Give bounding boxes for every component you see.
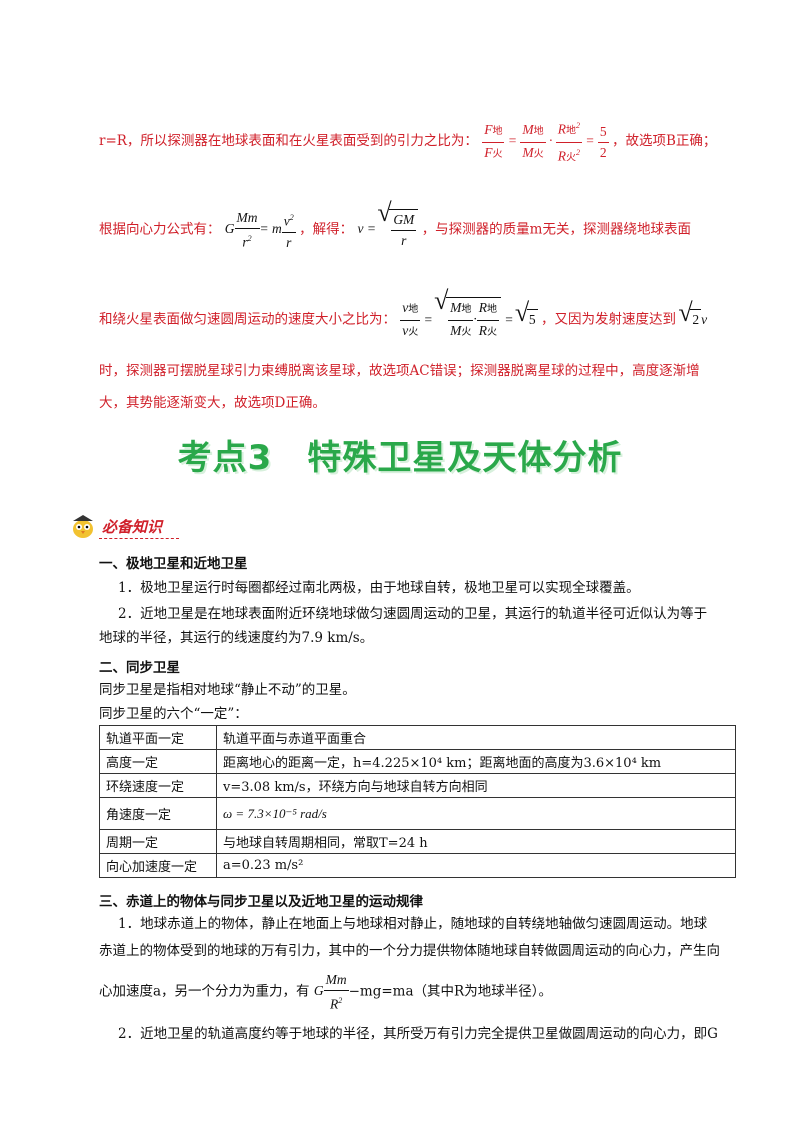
table-cell: 环绕速度一定 — [99, 773, 217, 798]
velocity-formula: v = GMr — [357, 203, 421, 248]
answer-line-5: 大，其势能逐渐变大，故选项D正确。 — [99, 395, 326, 411]
table-row: 环绕速度一定 v=3.08 km/s，环绕方向与地球自转方向相同 — [99, 773, 736, 798]
s1-para-2b: 地球的半径，其运行的线速度约为7.9 km/s。 — [99, 630, 374, 646]
table-cell: 周期一定 — [99, 829, 217, 854]
table-cell: 向心加速度一定 — [99, 853, 217, 878]
table-cell: 角速度一定 — [99, 797, 217, 830]
section-title: 考点3 特殊卫星及天体分析 — [177, 438, 623, 478]
table-cell: 轨道平面一定 — [99, 725, 217, 750]
s1-para-1: 1．极地卫星运行时每圈都经过南北两极，由于地球自转，极地卫星可以实现全球覆盖。 — [118, 580, 640, 596]
s3-para-1b: 赤道上的物体受到的地球的万有引力，其中的一个分力提供物体随地球自转做圆周运动的向… — [99, 943, 720, 959]
table-row: 向心加速度一定 a=0.23 m/s² — [99, 853, 736, 878]
table-cell: ω = 7.3×10⁻⁵ rad/s — [216, 797, 736, 830]
s2-heading: 二、同步卫星 — [99, 660, 180, 676]
table-row: 轨道平面一定 轨道平面与赤道平面重合 — [99, 725, 736, 750]
badge-underline — [99, 538, 179, 539]
knowledge-badge: 必备知识 — [68, 512, 162, 540]
s1-para-2a: 2．近地卫星是在地球表面附近环绕地球做匀速圆周运动的卫星，其运行的轨道半径可近似… — [118, 606, 708, 622]
table-row: 角速度一定 ω = 7.3×10⁻⁵ rad/s — [99, 797, 736, 830]
table-cell: 距离地心的距离一定，h=4.225×10⁴ km；距离地面的高度为3.6×10⁴… — [216, 749, 736, 774]
table-cell: 与地球自转周期相同，常取T=24 h — [216, 829, 736, 854]
table-row: 高度一定 距离地心的距离一定，h=4.225×10⁴ km；距离地面的高度为3.… — [99, 749, 736, 774]
table-row: 周期一定 与地球自转周期相同，常取T=24 h — [99, 829, 736, 854]
badge-label: 必备知识 — [102, 517, 163, 536]
table-cell: v=3.08 km/s，环绕方向与地球自转方向相同 — [216, 773, 736, 798]
s2-para-2: 同步卫星的六个“一定”： — [99, 706, 248, 722]
s2-para-1: 同步卫星是指相对地球“静止不动”的卫星。 — [99, 682, 356, 698]
sqrt2v-formula: 2v — [678, 303, 707, 327]
s3-para-2: 2．近地卫星的轨道高度约等于地球的半径，其所受万有引力完全提供卫星做圆周运动的向… — [118, 1026, 718, 1042]
owl-mascot-icon — [73, 515, 93, 538]
table-cell: 高度一定 — [99, 749, 217, 774]
table-cell: a=0.23 m/s² — [216, 853, 736, 878]
answer-line-4: 时，探测器可摆脱星球引力束缚脱离该星球，故选项AC错误；探测器脱离星球的过程中，… — [99, 363, 700, 379]
s1-heading: 一、极地卫星和近地卫星 — [99, 556, 248, 572]
sync-satellite-table: 轨道平面一定 轨道平面与赤道平面重合 高度一定 距离地心的距离一定，h=4.22… — [99, 725, 736, 878]
s3-para-1a: 1．地球赤道上的物体，静止在地面上与地球相对静止，随地球的自转绕地轴做匀速圆周运… — [118, 916, 708, 932]
table-cell: 轨道平面与赤道平面重合 — [216, 725, 736, 750]
s3-heading: 三、赤道上的物体与同步卫星以及近地卫星的运动规律 — [99, 894, 423, 910]
